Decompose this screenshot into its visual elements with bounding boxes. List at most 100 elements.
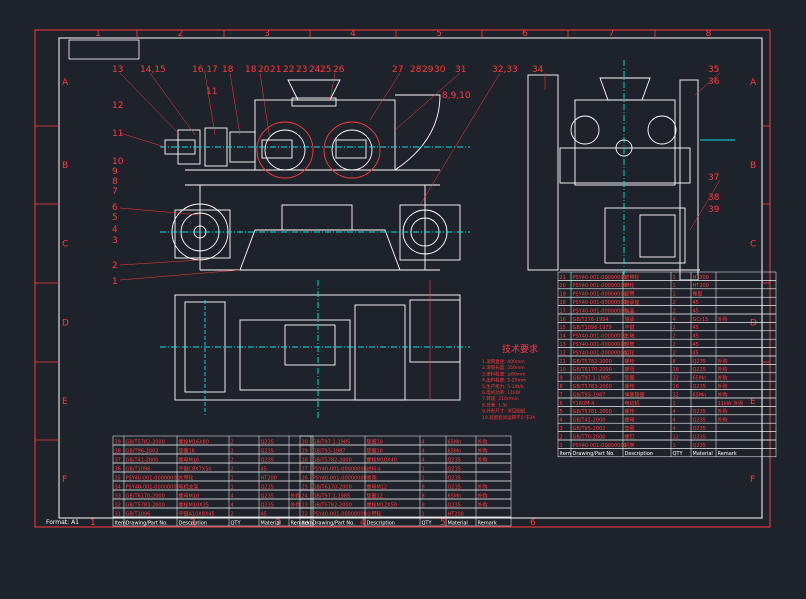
- table-cell: GB/T6170-2000: [573, 367, 612, 373]
- table-cell: Q235: [448, 484, 461, 490]
- table-cell: 1: [422, 475, 425, 481]
- grid-row-label: F: [750, 475, 755, 485]
- table-cell: 10: [560, 367, 566, 373]
- table-cell: 22: [302, 511, 308, 517]
- callout-number: 39: [708, 205, 720, 215]
- tech-requirement-line: 1.滚筒直径: 400mm: [482, 358, 525, 365]
- callout-number: 25: [320, 65, 331, 75]
- table-cell: PSY40-001-00000000: [573, 300, 627, 306]
- table-cell: 1: [673, 283, 676, 289]
- table-cell: GB/T96-2002: [126, 448, 159, 454]
- grid-col-label: 4: [350, 29, 356, 39]
- table-cell: HT200: [448, 511, 464, 517]
- tech-requirement-line: 6.电机功率: 11kW: [482, 389, 521, 396]
- table-cell: Q235: [261, 484, 274, 490]
- table-cell: 外购: [478, 456, 488, 463]
- table-cell: QTY: [422, 520, 433, 526]
- table-cell: GB/T41-2000: [126, 457, 159, 463]
- table-cell: 12: [673, 434, 679, 440]
- table-cell: Q235: [448, 466, 461, 472]
- table-cell: Q235: [693, 409, 706, 415]
- table-cell: Material: [448, 520, 468, 526]
- table-cell: PSY40-001-00000000: [313, 466, 367, 472]
- table-cell: 8: [422, 502, 425, 508]
- table-cell: Drawing/Part No.: [313, 520, 356, 526]
- grid-col-label: 6: [522, 29, 528, 39]
- table-cell: 皮带轮: [625, 274, 640, 281]
- table-cell: 平键C8X7X50: [179, 465, 212, 472]
- table-cell: 外购: [718, 316, 728, 323]
- front-elevation-view: [160, 79, 470, 271]
- table-cell: 端盖: [625, 307, 635, 314]
- table-cell: 1: [673, 443, 676, 449]
- table-cell: Item: [560, 451, 572, 457]
- table-cell: 29: [302, 448, 308, 454]
- table-cell: 2: [231, 511, 234, 517]
- table-cell: 4: [422, 439, 425, 445]
- table-cell: 外购: [718, 417, 728, 424]
- table-cell: 垫圈12: [367, 492, 383, 499]
- callout-number: 24: [309, 65, 321, 75]
- table-cell: Y160M-4: [572, 401, 595, 407]
- callout-number: 1: [112, 277, 118, 287]
- table-cell: 螺母M10: [179, 492, 200, 499]
- table-cell: GB/T6170-2000: [313, 484, 352, 490]
- table-cell: GB/T5782-2000: [313, 502, 352, 508]
- table-cell: 垫圈16: [179, 447, 195, 454]
- table-cell: 平键A10X8X45: [179, 510, 215, 517]
- table-cell: GB/T5782-2000: [313, 457, 352, 463]
- table-cell: 螺钉: [625, 433, 635, 440]
- table-cell: PSY40-001-00000000: [573, 283, 627, 289]
- table-cell: 弹簧垫圈: [625, 391, 645, 398]
- table-cell: 2: [673, 342, 676, 348]
- table-cell: 8: [673, 359, 676, 365]
- table-cell: PSY40-001-00000000: [573, 308, 627, 314]
- table-cell: 2: [673, 300, 676, 306]
- table-cell: GB/T97.1-1985: [573, 376, 611, 382]
- callout-number: 38: [708, 193, 720, 203]
- table-cell: 大带轮: [179, 474, 194, 481]
- table-cell: 主轴: [625, 333, 635, 340]
- tech-requirement-line: 9.外形尺寸: 详见图纸: [482, 408, 526, 415]
- table-cell: 外购: [718, 391, 728, 398]
- tech-requirement-line: 4.出料粒度: 5-20mm: [482, 377, 526, 384]
- table-cell: 28: [302, 457, 308, 463]
- table-cell: 30: [302, 439, 308, 445]
- table-cell: 2: [231, 457, 234, 463]
- callout-number: 10: [112, 157, 124, 167]
- table-cell: 24: [302, 493, 308, 499]
- grid-col-label: 8: [706, 29, 712, 39]
- callout-number: 31: [455, 65, 466, 75]
- table-cell: 辊筒: [625, 341, 635, 348]
- table-cell: 65Mn: [448, 493, 462, 499]
- grid-lines: [35, 30, 770, 441]
- table-cell: 电机支架: [179, 483, 199, 490]
- callout-number: 18: [222, 65, 234, 75]
- tech-title: 技术要求: [502, 343, 538, 355]
- bottom-grid-label: 2: [190, 518, 196, 528]
- callout-number: 13: [112, 65, 123, 75]
- table-cell: GB/T6170-2000: [126, 493, 165, 499]
- callout-number: 36: [708, 77, 720, 87]
- table-cell: 45: [261, 466, 267, 472]
- callout-number: 27: [392, 65, 403, 75]
- table-cell: 45: [693, 308, 699, 314]
- callout-number: 26: [333, 65, 345, 75]
